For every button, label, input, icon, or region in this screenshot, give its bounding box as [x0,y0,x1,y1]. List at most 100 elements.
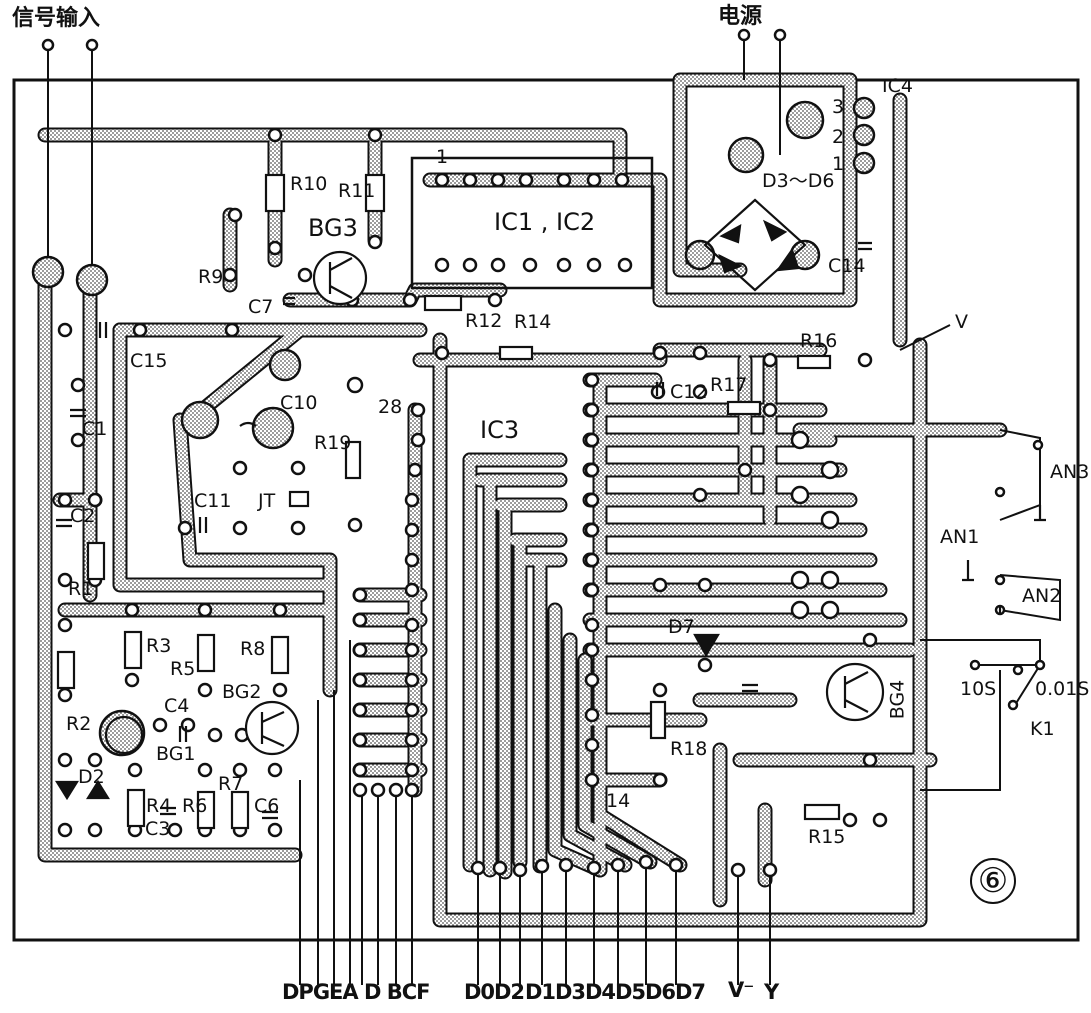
r7-label: R7 [218,773,244,795]
board-outline [12,78,1080,942]
t10s-label: 10S [960,678,997,700]
ic12-label: IC1 , IC2 [494,208,596,236]
r19-label: R19 [314,432,352,454]
r5-label: R5 [170,658,196,680]
r11-body [364,173,386,213]
diode-d2 [55,780,79,801]
r1-body [86,541,106,581]
pin-d1: D1 [525,980,556,1004]
c1-label: C1 [82,418,108,440]
bg3-body [312,250,368,306]
bg2-label: BG2 [222,681,262,703]
bg4-label: BG4 [886,679,909,720]
pin-d2: D2 [494,980,525,1004]
switch-an3 [1034,505,1046,522]
r19-body [344,440,362,480]
figure-number: ⑥ [970,858,1016,904]
ic4-pin2-label: 2 [832,126,845,148]
solder-pads [41,28,1046,878]
copper-traces [37,72,1008,928]
pin-d3: D3 [555,980,586,1004]
bg3-pins [328,257,353,299]
an2-label: AN2 [1022,585,1062,607]
c14-label: C14 [828,255,866,277]
r16-label: R16 [800,330,838,352]
ic4-pin3-label: 3 [832,96,845,118]
jt-crystal [288,490,310,508]
r4-body [126,788,146,828]
external-wires [47,40,1061,985]
components [55,156,1046,830]
d2-label: D2 [78,766,105,788]
bg1-label: BG1 [156,743,196,765]
r10-label: R10 [290,173,328,195]
r4-label: R4 [146,795,172,817]
bridge-d3d6 [703,198,807,292]
c7-label: C7 [248,296,274,318]
c15-label: C15 [130,350,168,372]
bg3-label: BG3 [308,214,358,242]
bg1-body [104,715,144,755]
c12-label: C12 [670,381,708,403]
diode-d2b [86,779,110,800]
r6-body [196,790,216,830]
r18-body [649,700,667,740]
bg4-pins [843,671,869,713]
bg2-pins [260,710,285,748]
pin14-label: 14 [606,790,631,812]
r2-label: R2 [66,713,92,735]
switch-an1 [962,560,974,582]
r8-label: R8 [240,638,266,660]
terminals [31,96,876,757]
r17-body [726,400,762,416]
ic12-body [410,156,654,290]
d7-label: D7 [668,616,695,638]
pin1-label: 1 [436,146,449,168]
pin-y: Y [764,980,779,1004]
r17-label: R17 [710,374,748,396]
bg2-body [244,700,300,756]
ic4-label: IC4 [882,75,913,97]
r18-label: R18 [670,738,708,760]
r3-label: R3 [146,635,172,657]
c2-label: C2 [70,505,96,527]
pin-d5: D5 [615,980,646,1004]
c11-label: C11 [194,490,232,512]
an1-label: AN1 [940,526,980,548]
r11-label: R11 [338,180,376,202]
bg4-body [825,662,885,722]
r15-body [803,803,841,821]
r2-body [56,650,76,690]
r10-body [264,173,286,213]
jt-label: JT [258,490,276,512]
pin-d0: D0 [464,980,495,1004]
r12-body [423,294,463,312]
c10-label: C10 [280,392,318,414]
c4-label: C4 [164,695,190,717]
signal-input-label: 信号输入 [12,6,101,31]
pin-d6: D6 [645,980,676,1004]
pin-d7: D7 [675,980,706,1004]
t001s-label: 0.01S [1035,678,1090,700]
pin28-label: 28 [378,396,403,418]
r6-label: R6 [182,795,208,817]
d3d6-label: D3～D6 [762,170,835,192]
an3-label: AN3 [1050,461,1090,483]
r8-body [270,635,290,675]
r14-body [498,345,534,361]
k1-label: K1 [1030,718,1055,740]
ic3-label: IC3 [480,416,520,444]
diode-d7 [693,633,720,658]
r5-body [196,633,216,673]
pin-v-minus: V⁻ [728,978,754,1002]
r9-label: R9 [198,266,224,288]
r15-label: R15 [808,826,846,848]
r7-body [230,790,250,830]
pin-d4: D4 [585,980,616,1004]
segment-pins-label: DPGEA D BCF [282,980,430,1004]
power-label: 电源 [718,4,763,29]
r16-body [796,354,832,370]
r12-label: R12 [465,310,503,332]
cap-symbols [56,241,872,820]
